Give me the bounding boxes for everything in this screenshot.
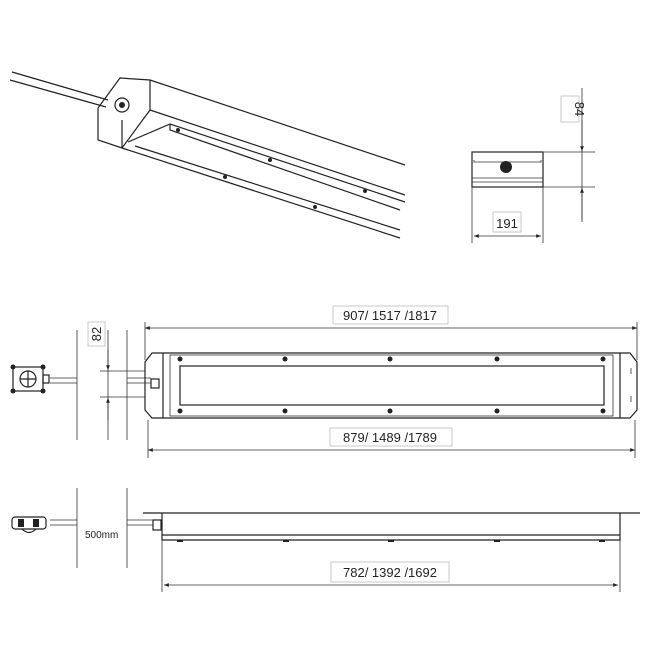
overall-length-label: 907/ 1517 /1817	[343, 308, 437, 323]
isometric-view	[9, 71, 406, 239]
cable	[9, 71, 109, 108]
cable-length-label: 500mm	[85, 530, 118, 541]
body-length-label: 879/ 1489 /1789	[343, 430, 437, 445]
front-view: 907/ 1517 /1817 879/ 1489 /1789	[10, 305, 638, 458]
cable-entry-dot	[500, 161, 512, 173]
side-view: 782/ 1392 /1692 500mm	[11, 488, 640, 592]
junction-box-side-icon	[11, 516, 47, 534]
section-width-label: 191	[496, 216, 518, 231]
gland-height-label: 82	[89, 327, 104, 341]
section-view: 191 84	[471, 88, 595, 243]
junction-box-icon	[10, 364, 50, 394]
cable-gland	[114, 97, 130, 113]
section-height-label: 84	[572, 102, 587, 116]
mounting-length-label: 782/ 1392 /1692	[343, 565, 437, 580]
